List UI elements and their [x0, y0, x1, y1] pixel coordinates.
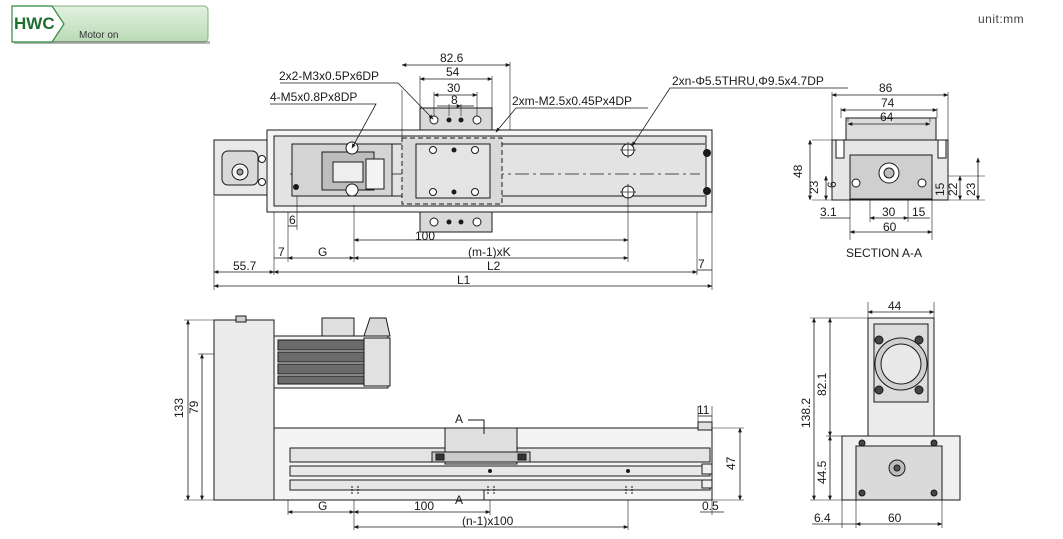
dim-54: 54 [446, 65, 460, 79]
dim-30: 30 [447, 81, 461, 95]
end-view [810, 302, 961, 528]
title-block: HWC Motor on [11, 5, 210, 44]
dim-55-7: 55.7 [233, 259, 257, 273]
dim-44-5: 44.5 [815, 460, 829, 484]
dim-6-section: 6 [825, 181, 839, 188]
dim-44: 44 [888, 299, 902, 313]
dim-64: 64 [880, 110, 894, 124]
callout-m25-tap: 2xm-M2.5x0.45Px4DP [512, 94, 632, 108]
dim-100-top: 100 [415, 229, 435, 243]
dim-82-1: 82.1 [815, 372, 829, 396]
dim-100-side: 100 [414, 499, 434, 513]
dim-8: 8 [451, 93, 458, 107]
dim-22: 22 [946, 182, 960, 196]
callout-thru-holes: 2xn-Φ5.5THRU,Φ9.5x4.7DP [672, 74, 824, 88]
dim-79: 79 [187, 400, 201, 414]
top-view [213, 62, 848, 290]
section-marker-top: A [455, 412, 463, 426]
model-tag: HWC [14, 14, 55, 33]
section-a-a-view [808, 92, 985, 240]
dim-23-right: 23 [964, 182, 978, 196]
dim-133: 133 [172, 398, 186, 418]
section-marker-bottom: A [455, 493, 463, 507]
dim-60-end: 60 [888, 511, 902, 525]
dim-m-pitch: (m-1)xK [468, 245, 511, 259]
dim-23-left: 23 [807, 180, 821, 194]
dim-15-b: 15 [912, 205, 926, 219]
dim-7-right: 7 [698, 257, 705, 271]
dim-82-6: 82.6 [440, 51, 464, 65]
model-subtitle: Motor on [79, 30, 118, 41]
dim-15-a: 15 [933, 182, 947, 196]
dim-l1: L1 [457, 273, 471, 287]
section-title: SECTION A-A [846, 246, 922, 260]
dim-60-section: 60 [883, 220, 897, 234]
dim-6-top: 6 [289, 213, 296, 227]
dim-0-5: 0.5 [702, 499, 719, 513]
dim-g-top: G [318, 245, 327, 259]
dim-n-pitch: (n-1)x100 [462, 514, 514, 528]
dim-g-side: G [318, 499, 327, 513]
dim-11: 11 [697, 403, 710, 417]
model-tag-arrow [11, 5, 65, 43]
side-view [184, 315, 744, 530]
carriage-holes [429, 146, 479, 196]
unit-label: unit:mm [978, 12, 1024, 26]
dim-l2: L2 [487, 259, 501, 273]
motor-housing [213, 319, 275, 501]
dim-138-2: 138.2 [799, 398, 813, 428]
dim-3-1: 3.1 [820, 205, 837, 219]
title-panel-shadow [14, 41, 210, 44]
callout-m3-tap: 2x2-M3x0.5Px6DP [279, 69, 379, 83]
dim-7-left: 7 [278, 245, 285, 259]
dim-74: 74 [881, 96, 895, 110]
dim-47: 47 [724, 456, 738, 470]
dim-86: 86 [879, 81, 893, 95]
dim-6-4: 6.4 [814, 511, 831, 525]
callout-m5-tap: 4-M5x0.8Px8DP [270, 90, 357, 104]
dim-48: 48 [791, 164, 805, 178]
dim-30-section: 30 [882, 205, 896, 219]
